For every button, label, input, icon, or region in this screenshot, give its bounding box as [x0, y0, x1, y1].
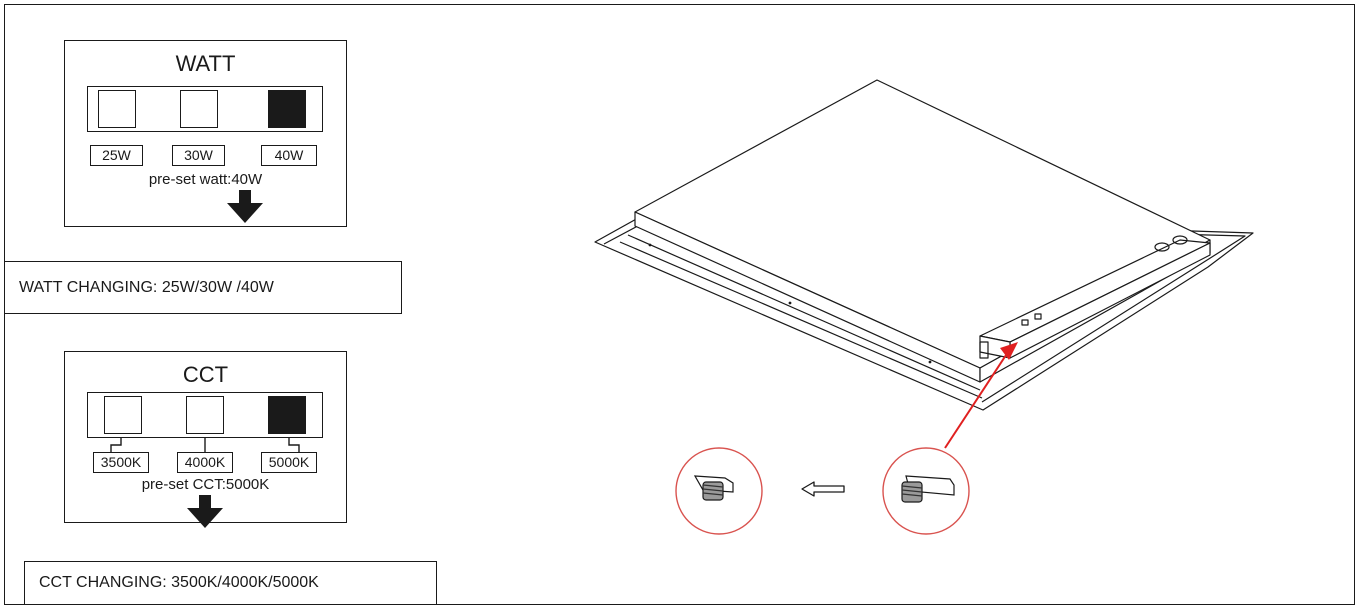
cct-option-4000k: 4000K	[177, 452, 233, 473]
cct-option-3500k: 3500K	[93, 452, 149, 473]
watt-switch-bar	[87, 86, 323, 132]
cct-slot-4000k	[186, 396, 224, 434]
dip-switch-before-detail	[882, 447, 970, 535]
watt-slot-30w	[180, 90, 218, 128]
watt-panel-title: WATT	[175, 51, 236, 76]
cct-option-5000k: 5000K	[261, 452, 317, 473]
dip-switch-after-detail	[675, 447, 763, 535]
led-panel-illustration	[594, 79, 1254, 449]
watt-caption: WATT CHANGING: 25W/30W /40W	[4, 261, 402, 314]
watt-option-40w: 40W	[261, 145, 317, 166]
cct-preset-text: pre-set CCT:5000K	[141, 476, 270, 493]
watt-switch-panel: WATT 25W 30W 40W pre-set watt:40W	[64, 40, 347, 227]
cct-switch-bar	[87, 392, 323, 438]
cct-caption: CCT CHANGING: 3500K/4000K/5000K	[24, 561, 437, 605]
cct-connector-lines	[110, 438, 300, 452]
down-arrow-icon	[187, 495, 223, 528]
cct-slot-5000k-selected	[268, 396, 306, 434]
cct-slot-3500k	[104, 396, 142, 434]
down-arrow-icon	[227, 190, 263, 223]
watt-preset-text: pre-set watt:40W	[148, 171, 263, 188]
watt-slot-25w	[98, 90, 136, 128]
watt-option-25w: 25W	[90, 145, 143, 166]
cct-panel-title: CCT	[182, 362, 229, 387]
hollow-left-arrow-icon	[801, 481, 845, 497]
watt-slot-40w-selected	[268, 90, 306, 128]
watt-option-30w: 30W	[172, 145, 225, 166]
